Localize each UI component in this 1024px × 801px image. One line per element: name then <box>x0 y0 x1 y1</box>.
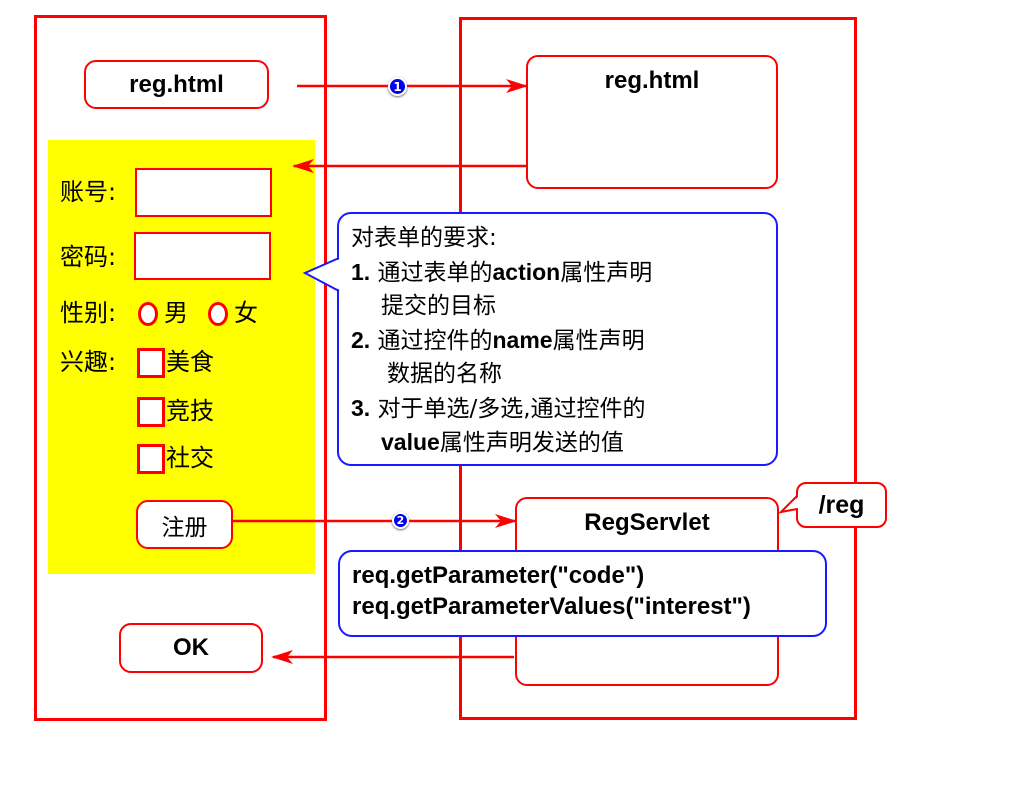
requirement-2-cont: 数据的名称 <box>387 361 502 387</box>
requirement-2-num: 2. <box>351 326 371 353</box>
browser-frame <box>34 15 327 721</box>
requirement-2-keyword: name <box>492 326 553 353</box>
servlet-path-callout: /reg <box>796 482 887 528</box>
requirements-callout: 对表单的要求: 1. 通过表单的action属性声明 提交的目标 2. 通过控件… <box>337 212 778 466</box>
password-label: 密码: <box>60 243 117 271</box>
reg-html-link[interactable]: reg.html <box>84 60 269 109</box>
step-badge-1: 1 <box>388 77 407 96</box>
requirement-3-num: 3. <box>351 394 371 421</box>
interest-checkbox-sports[interactable] <box>137 397 165 427</box>
gender-option-female: 女 <box>234 299 258 327</box>
gender-radio-male[interactable] <box>138 302 158 326</box>
gender-radio-female[interactable] <box>208 302 228 326</box>
account-input[interactable] <box>135 168 272 217</box>
requirement-3: 3. 对于单选/多选,通过控件的 <box>351 392 776 427</box>
requirement-1-keyword: action <box>492 258 561 285</box>
interest-checkbox-food[interactable] <box>137 348 165 378</box>
requirements-title: 对表单的要求: <box>351 225 497 251</box>
server-reg-html-page: reg.html <box>526 55 778 189</box>
interest-checkbox-social[interactable] <box>137 444 165 474</box>
interest-option-social: 社交 <box>166 444 214 472</box>
ok-result-page: OK <box>119 623 263 673</box>
account-label: 账号: <box>60 178 117 206</box>
register-button[interactable]: 注册 <box>136 500 233 549</box>
requirement-1-post: 属性声明 <box>560 259 653 286</box>
code-line-get-parameter: req.getParameter("code") <box>352 562 645 589</box>
requirement-1-num: 1. <box>351 258 371 285</box>
password-input[interactable] <box>134 232 271 280</box>
requirement-3-post: 属性声明发送的值 <box>439 430 624 456</box>
requirement-3-pre: 对于单选/多选,通过控件的 <box>377 395 646 422</box>
interest-label: 兴趣: <box>60 348 117 376</box>
requirement-3-cont: value属性声明发送的值 <box>351 426 776 461</box>
code-line-get-parameter-values: req.getParameterValues("interest") <box>352 593 751 620</box>
requirement-2-post: 属性声明 <box>552 327 645 354</box>
requirement-1-cont: 提交的目标 <box>381 293 496 319</box>
interest-option-food: 美食 <box>166 348 214 376</box>
step-badge-2: 2 <box>392 512 409 529</box>
requirement-1: 1. 通过表单的action属性声明 <box>351 256 776 291</box>
requirement-2-pre: 通过控件的 <box>377 327 493 354</box>
requirement-3-keyword: value <box>381 429 440 455</box>
gender-label: 性别: <box>60 299 117 327</box>
requirement-1-pre: 通过表单的 <box>377 259 493 286</box>
gender-option-male: 男 <box>164 299 188 327</box>
requirement-2: 2. 通过控件的name属性声明 <box>351 324 776 359</box>
servlet-code-callout: req.getParameter("code") req.getParamete… <box>338 550 827 637</box>
interest-option-sports: 竞技 <box>166 397 214 425</box>
